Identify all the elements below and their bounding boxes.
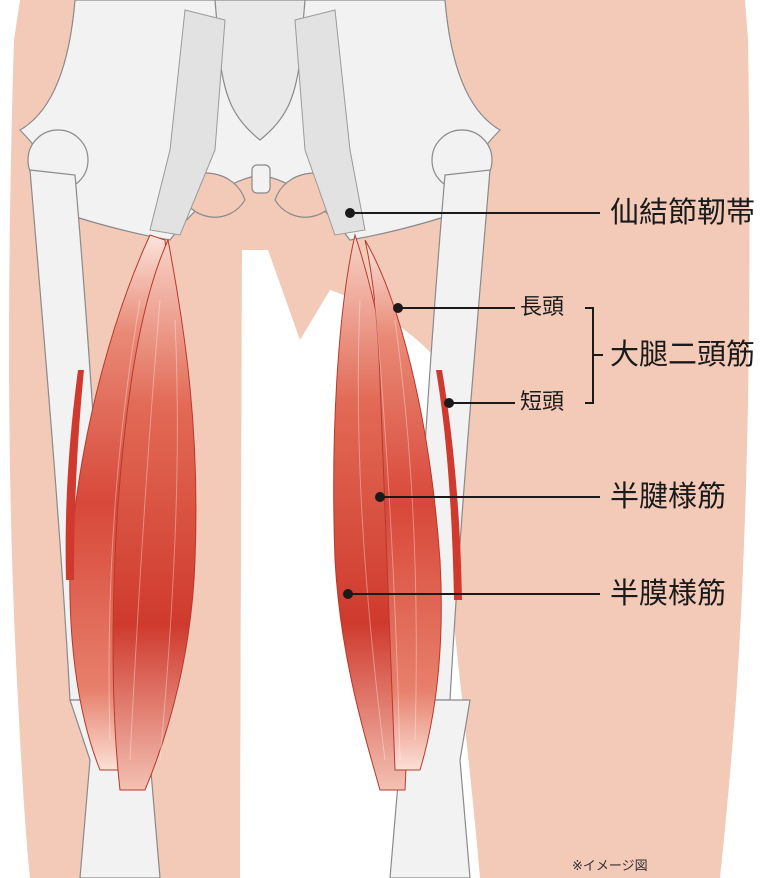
right-hamstring-muscles — [333, 233, 462, 791]
left-hamstring-muscles — [65, 234, 197, 791]
dot-semitendinosus — [375, 492, 385, 502]
dot-sacrotuberous — [345, 208, 355, 218]
dot-long-head — [393, 303, 403, 313]
muscle-fibers — [108, 299, 417, 761]
leader-lines — [343, 208, 603, 599]
label-sacrotuberous-ligament: 仙結節靭帯 — [610, 195, 756, 229]
label-semitendinosus: 半腱様筋 — [610, 479, 727, 513]
dot-short-head — [444, 398, 454, 408]
label-long-head: 長頭 — [520, 295, 565, 320]
sacrotuberous-ligaments — [149, 9, 366, 236]
skin-silhouette — [9, 0, 750, 878]
image-note: ※イメージ図 — [572, 859, 648, 874]
bracket-biceps-femoris — [585, 307, 603, 404]
pelvis-bones — [19, 0, 501, 241]
label-short-head: 短頭 — [520, 390, 565, 415]
label-semimembranosus: 半膜様筋 — [610, 576, 727, 610]
dot-semimembranosus — [343, 589, 353, 599]
label-biceps-femoris: 大腿二頭筋 — [610, 337, 756, 371]
